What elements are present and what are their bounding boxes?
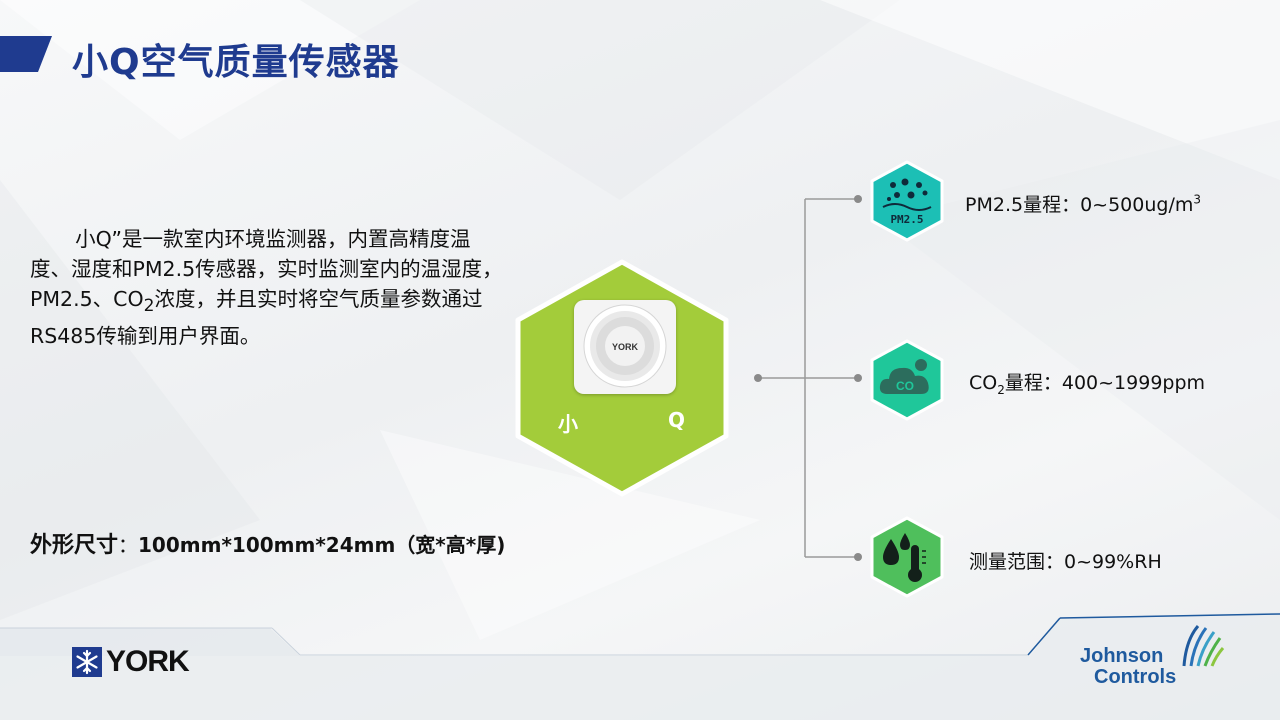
dimensions-value: 100mm*100mm*24mm（宽*高*厚) xyxy=(138,533,506,557)
product-description: 小Q”是一款室内环境监测器，内置高精度温度、湿度和PM2.5传感器，实时监测室内… xyxy=(30,227,503,349)
johnson-controls-logo: Johnson Controls xyxy=(1078,620,1228,690)
humidity-thermometer-icon xyxy=(870,516,944,598)
pm25-icon: PM2.5 xyxy=(870,160,944,242)
snowflake-icon xyxy=(72,647,102,677)
dimensions-label: 外形尺寸 xyxy=(30,533,119,558)
product-label-right: Q xyxy=(668,408,686,432)
jc-line2: Controls xyxy=(1094,666,1177,688)
product-label-left: 小 xyxy=(558,412,578,436)
pm25-icon-text: PM2.5 xyxy=(890,213,923,226)
spec-co2-range: CO2量程：400~1999ppm xyxy=(969,372,1206,397)
page-title: 小Q空气质量传感器 xyxy=(72,42,400,83)
dimensions-line: 外形尺寸：100mm*100mm*24mm（宽*高*厚) xyxy=(30,527,505,559)
sensor-device-image: YORK xyxy=(574,300,676,394)
spec-pm25-range: PM2.5量程：0~500ug/m3 xyxy=(965,192,1201,216)
spec-humidity-range: 测量范围：0~99%RH xyxy=(969,551,1162,573)
title-accent-bar xyxy=(0,36,52,72)
jc-line1: Johnson xyxy=(1080,645,1164,667)
york-logo: YORK xyxy=(72,645,190,679)
co2-icon-text: CO xyxy=(896,379,914,393)
jc-swirl-icon xyxy=(1182,625,1225,667)
device-brand-label: YORK xyxy=(612,342,639,352)
co2-cloud-icon: CO xyxy=(870,339,944,421)
york-logo-text: YORK xyxy=(106,645,190,678)
dimensions-colon: ： xyxy=(118,533,139,557)
